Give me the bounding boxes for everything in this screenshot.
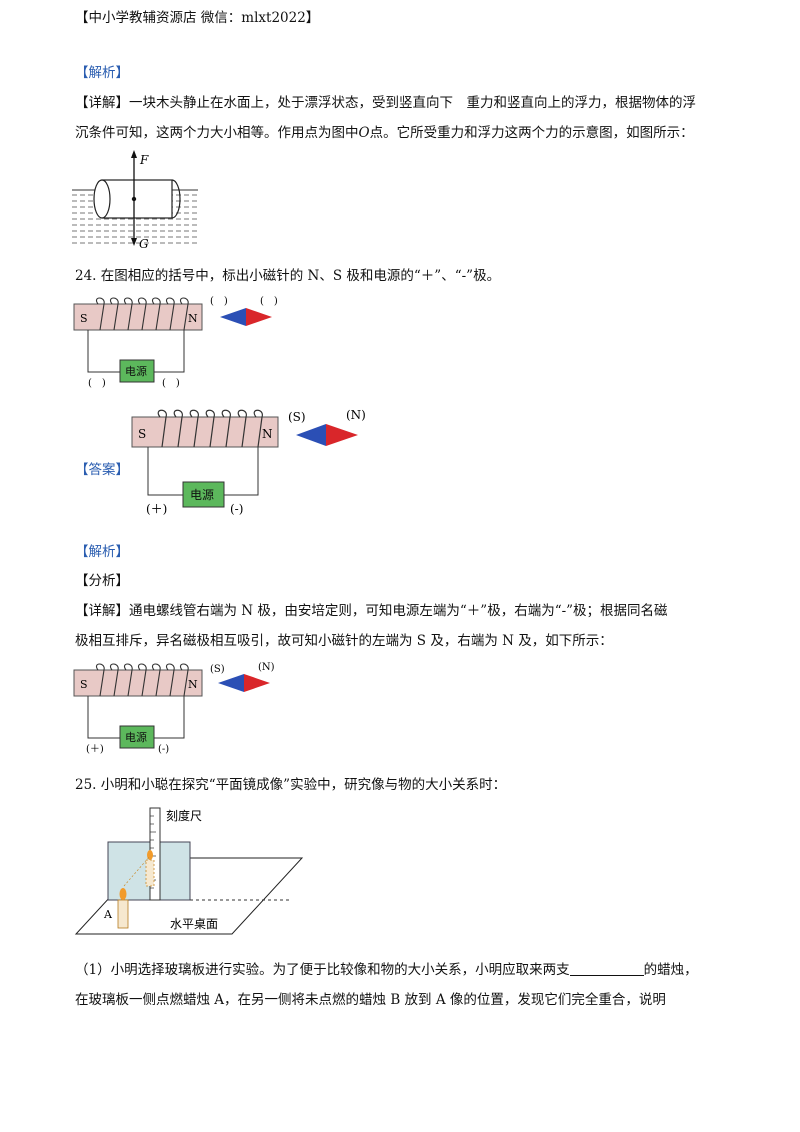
wire-left (87, 696, 120, 739)
detail-text: 沉条件可知，这两个力大小相等。作用点为图中 (75, 125, 359, 141)
solenoid-core (131, 416, 279, 448)
detail-text: 通电螺线管右端为 N 极，由安培定则，可知电源左端为“＋”极，右端为“-”极；根… (129, 603, 668, 619)
solenoid-core (73, 669, 203, 697)
power-source (119, 359, 155, 383)
analysis-tag: 【解析】 (75, 544, 129, 560)
coil-s-label: S (80, 678, 88, 691)
solenoid-question-diagram: S N 电源 ( ) ( ) ( ) ( ) (73, 296, 278, 389)
answer-tag: 【答案】 (75, 462, 129, 478)
wire-left (147, 447, 183, 496)
answer-blank[interactable] (569, 961, 644, 976)
detail-label: 【详解】 (75, 603, 129, 619)
needle-right-half (244, 674, 270, 692)
gravity-arrowhead (131, 238, 137, 246)
solenoid-answer-diagram: S N 电源 (＋) (-) (S) (N) (131, 408, 366, 516)
q25-part1-line2: 在玻璃板一侧点燃蜡烛 A，在另一侧将未点燃的蜡烛 B 放到 A 像的位置，发现它… (75, 992, 666, 1008)
wire-right (154, 330, 185, 373)
question-25: 25. 小明和小聪在探究“平面镜成像”实验中，研究像与物的大小关系时： (75, 777, 507, 793)
detail-paragraph-q23-line1: 【详解】一块木头静止在水面上，处于漂浮状态，受到竖直向下 重力和竖直向上的浮力，… (75, 93, 696, 113)
part1-text: 的蜡烛， (643, 962, 698, 978)
image-line (123, 855, 151, 887)
force-f-label: F (139, 153, 149, 167)
power-source (182, 481, 225, 508)
floating-wood-diagram: F G (72, 150, 198, 250)
coil-n-label: N (188, 678, 198, 691)
power-label: 电源 (125, 730, 147, 744)
coil-s-label: S (80, 312, 88, 325)
coil-n-label: N (188, 312, 198, 325)
needle-left-half (218, 674, 244, 692)
needle-left-half (220, 308, 246, 326)
power-plus-label: (＋) (146, 502, 167, 516)
analysis-label: 【分析】 (75, 573, 129, 589)
needle-left-half (296, 424, 326, 446)
power-label: 电源 (190, 488, 214, 502)
solenoid-analysis-diagram: S N 电源 (＋) (-) (S) (N) (73, 662, 275, 755)
candle-a-label: A (103, 908, 113, 921)
detail-paragraph-q24-line2: 极相互排斥，异名磁极相互吸引，故可知小磁针的左端为 S 及，右端为 N 及，如下… (75, 633, 613, 649)
power-left-bracket: ( ) (88, 378, 106, 389)
part1-text: （1）小明选择玻璃板进行实验。为了便于比较像和物的大小关系，小明应取来两支 (75, 962, 570, 978)
needle-left-bracket: ( ) (210, 296, 228, 307)
ruler-label: 刻度尺 (166, 808, 202, 823)
detail-text: 点。它所受重力和浮力这两个力的示意图，如图所示： (369, 125, 694, 141)
needle-right-half (326, 424, 358, 446)
analysis-tag: 【解析】 (75, 65, 129, 81)
coil-n-label: N (262, 427, 273, 441)
coil-windings (96, 297, 189, 331)
power-right-bracket: ( ) (162, 378, 180, 389)
coil-windings (96, 663, 189, 697)
needle-n-label: (N) (346, 408, 366, 422)
page-header: 【中小学教辅资源店 微信：mlxt2022】 (75, 10, 320, 26)
buoyancy-arrowhead (131, 150, 137, 158)
plane-mirror-diagram: 刻度尺 A 水平桌面 (74, 807, 304, 935)
power-minus-label: (-) (158, 744, 169, 755)
wire-left (87, 330, 120, 373)
detail-paragraph-q24-line1: 【详解】通电螺线管右端为 N 极，由安培定则，可知电源左端为“＋”极，右端为“-… (75, 601, 668, 621)
solenoid-core (73, 303, 203, 331)
power-label: 电源 (125, 364, 147, 378)
candle-image (145, 859, 155, 887)
detail-text: 一块木头静止在水面上，处于漂浮状态，受到竖直向下 重力和竖直向上的浮力，根据物体… (129, 95, 696, 111)
candle-a (117, 899, 129, 929)
question-24: 24. 在图相应的括号中，标出小磁针的 N、S 极和电源的“＋”、“-”极。 (75, 268, 501, 284)
detail-paragraph-q23-line2: 沉条件可知，这两个力大小相等。作用点为图中O点。它所受重力和浮力这两个力的示意图… (75, 123, 694, 143)
needle-right-half (246, 308, 272, 326)
force-g-label: G (139, 237, 149, 250)
needle-right-bracket: ( ) (260, 296, 278, 307)
detail-label: 【详解】 (75, 95, 129, 111)
q25-part1-line1: （1）小明选择玻璃板进行实验。为了便于比较像和物的大小关系，小明应取来两支 的蜡烛… (75, 960, 698, 980)
wire-right (154, 696, 185, 739)
point-o-label: O (358, 125, 370, 141)
power-source (119, 725, 155, 749)
needle-s-label: (S) (210, 664, 225, 675)
power-minus-label: (-) (230, 502, 243, 516)
table-label: 水平桌面 (170, 917, 218, 931)
wood-left-end (93, 179, 111, 219)
point-o (131, 196, 137, 202)
coil-windings (157, 409, 263, 448)
needle-n-label: (N) (258, 662, 275, 673)
needle-s-label: (S) (288, 410, 306, 424)
wire-right (224, 447, 259, 496)
wood-right-end (171, 179, 181, 219)
wood-body (101, 179, 173, 219)
coil-s-label: S (138, 427, 146, 441)
power-plus-label: (＋) (86, 744, 104, 755)
candle-a-flame (119, 888, 127, 900)
